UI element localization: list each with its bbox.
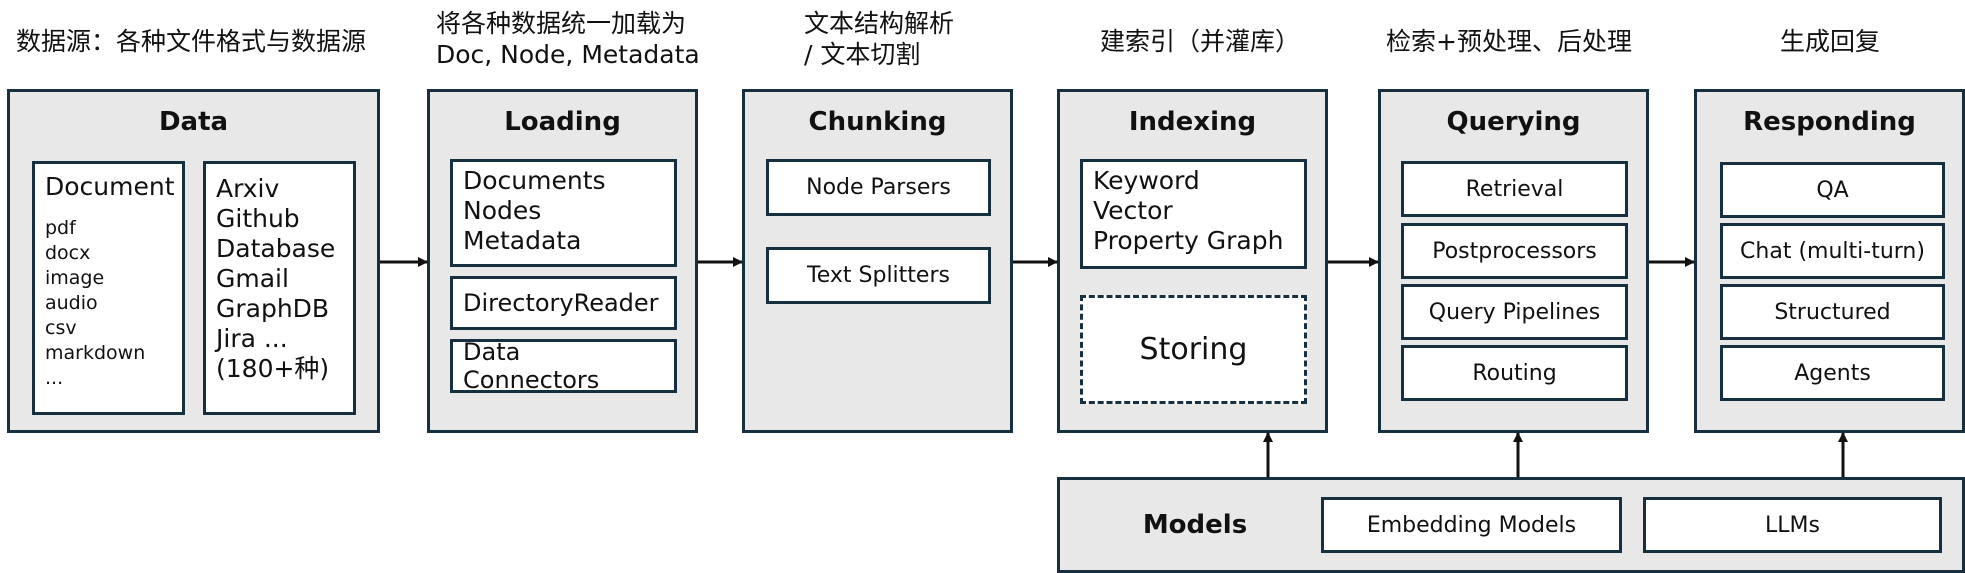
stage-responding: Responding QA Chat (multi-turn) Structur… (1694, 89, 1965, 433)
caption-data-line: 数据源：各种文件格式与数据源 (16, 27, 367, 56)
index-type-item: Property Graph (1093, 226, 1284, 255)
routing-box: Routing (1401, 345, 1628, 401)
structured-label: Structured (1774, 299, 1891, 325)
chat-box: Chat (multi-turn) (1720, 223, 1945, 279)
stage-loading-title: Loading (504, 107, 621, 137)
embedding-models-box: Embedding Models (1321, 497, 1622, 553)
data-sources-box: Arxiv Github Database Gmail GraphDB Jira… (203, 161, 356, 415)
stage-querying: Querying Retrieval Postprocessors Query … (1378, 89, 1649, 433)
caption-chunking: 文本结构解析 / 文本切割 (804, 8, 954, 70)
stage-chunking-title: Chunking (808, 107, 947, 137)
postprocessors-box: Postprocessors (1401, 223, 1628, 279)
stage-indexing-title: Indexing (1128, 107, 1257, 137)
directory-reader-box: DirectoryReader (450, 276, 677, 330)
qa-box: QA (1720, 162, 1945, 218)
postprocessors-label: Postprocessors (1432, 238, 1597, 264)
stage-data: Data Document pdf docx image audio csv m… (7, 89, 380, 433)
retrieval-label: Retrieval (1465, 176, 1564, 202)
source-item: GraphDB (216, 294, 330, 323)
index-type-item: Keyword (1093, 166, 1200, 195)
index-type-item: Vector (1093, 196, 1173, 225)
caption-loading: 将各种数据统一加载为 Doc, Node, Metadata (436, 8, 700, 70)
text-splitters-label: Text Splitters (807, 263, 950, 288)
directory-reader-label: DirectoryReader (463, 289, 659, 317)
text-splitters-box: Text Splitters (766, 247, 991, 304)
source-item: Gmail (216, 264, 289, 293)
caption-chunking-line-1: 文本结构解析 (804, 9, 955, 38)
index-types-box: Keyword Vector Property Graph (1080, 159, 1307, 269)
node-parsers-box: Node Parsers (766, 159, 991, 216)
format-item: ... (45, 367, 64, 389)
document-title: Document (45, 172, 175, 201)
caption-responding-line: 生成回复 (1780, 27, 1881, 56)
stage-responding-title: Responding (1743, 107, 1916, 137)
loaded-object-item: Nodes (463, 196, 542, 225)
agents-box: Agents (1720, 345, 1945, 401)
source-item: Github (216, 204, 300, 233)
format-item: docx (45, 242, 91, 264)
agents-label: Agents (1794, 360, 1871, 386)
format-item: image (45, 267, 105, 289)
loaded-object-item: Metadata (463, 226, 582, 255)
loaded-objects-box: Documents Nodes Metadata (450, 159, 677, 267)
caption-loading-line-1: 将各种数据统一加载为 (436, 9, 687, 38)
query-pipelines-label: Query Pipelines (1428, 299, 1601, 325)
caption-data: 数据源：各种文件格式与数据源 (16, 26, 366, 57)
caption-chunking-line-2: / 文本切割 (804, 40, 921, 69)
data-connectors-label: Data Connectors (463, 338, 600, 394)
llms-box: LLMs (1643, 497, 1942, 553)
llms-label: LLMs (1765, 512, 1820, 538)
storing-box: Storing (1080, 295, 1307, 404)
node-parsers-label: Node Parsers (806, 175, 951, 200)
models-bar: Models Embedding Models LLMs (1057, 477, 1965, 573)
stage-loading: Loading Documents Nodes Metadata Directo… (427, 89, 698, 433)
format-item: markdown (45, 342, 146, 364)
data-connectors-box: Data Connectors (450, 338, 677, 394)
loaded-object-item: Documents (463, 166, 606, 195)
caption-loading-line-2: Doc, Node, Metadata (436, 40, 700, 69)
storing-label: Storing (1139, 332, 1248, 367)
format-item: pdf (45, 217, 76, 239)
retrieval-box: Retrieval (1401, 161, 1628, 217)
caption-querying: 检索+预处理、后处理 (1386, 26, 1632, 57)
caption-responding: 生成回复 (1780, 26, 1880, 57)
stage-chunking: Chunking Node Parsers Text Splitters (742, 89, 1013, 433)
source-item: Jira ... (216, 324, 288, 353)
format-item: csv (45, 317, 77, 339)
stage-querying-title: Querying (1446, 107, 1581, 137)
source-item: Arxiv (216, 174, 280, 203)
chat-label: Chat (multi-turn) (1740, 238, 1925, 264)
caption-indexing-line: 建索引（并灌库） (1100, 27, 1301, 56)
models-title: Models (1142, 510, 1248, 540)
qa-label: QA (1816, 177, 1849, 203)
structured-box: Structured (1720, 284, 1945, 340)
format-item: audio (45, 292, 98, 314)
caption-querying-line: 检索+预处理、后处理 (1386, 27, 1632, 56)
stage-data-title: Data (158, 107, 229, 137)
source-item: Database (216, 234, 336, 263)
source-item: (180+种) (216, 354, 330, 383)
embedding-models-label: Embedding Models (1366, 512, 1577, 538)
query-pipelines-box: Query Pipelines (1401, 284, 1628, 340)
caption-indexing: 建索引（并灌库） (1100, 26, 1300, 57)
document-formats-box: Document pdf docx image audio csv markdo… (32, 161, 185, 415)
routing-label: Routing (1472, 360, 1557, 386)
stage-indexing: Indexing Keyword Vector Property Graph S… (1057, 89, 1328, 433)
